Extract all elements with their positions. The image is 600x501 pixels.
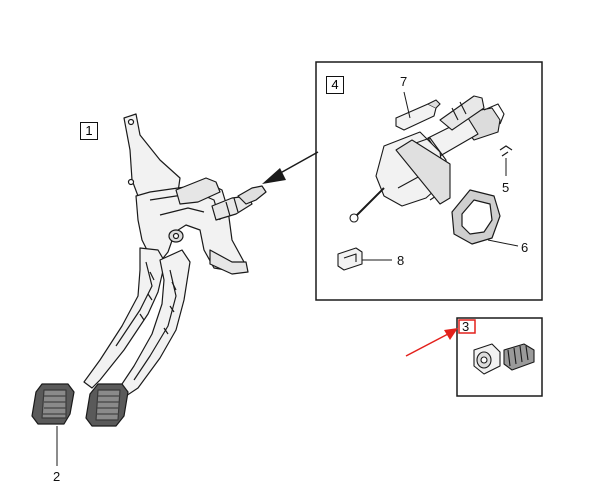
callout-box-1: 1 [80, 122, 98, 140]
detail-frame-3 [456, 317, 543, 397]
highlight-box-3 [458, 319, 476, 334]
part-6-gasket [451, 189, 501, 245]
callout-box-4: 4 [326, 76, 344, 94]
brake-pedal-arm [117, 249, 191, 397]
part-5-clip [499, 145, 513, 157]
callout-label-2: 2 [53, 469, 61, 484]
pedal-box-assembly [123, 113, 267, 275]
highlight-arrow [405, 328, 458, 357]
callout-box-3: 3 [462, 319, 470, 334]
part-3-switch [473, 343, 535, 375]
detail-frame-4 [315, 61, 543, 301]
pedal-pad-brake [85, 383, 129, 427]
callout-label-8: 8 [397, 253, 405, 268]
callout-label-5: 5 [502, 180, 510, 195]
callout-label-7: 7 [400, 74, 408, 89]
part-7-clip [395, 99, 441, 131]
leader-line-6 [487, 239, 519, 247]
pedal-pad-clutch [31, 383, 75, 425]
part-8-retainer [337, 247, 363, 271]
leader-line-7 [403, 91, 411, 119]
callout-label-6: 6 [521, 240, 529, 255]
detail-pointer-arrow [262, 151, 319, 184]
master-cylinder [349, 95, 505, 223]
